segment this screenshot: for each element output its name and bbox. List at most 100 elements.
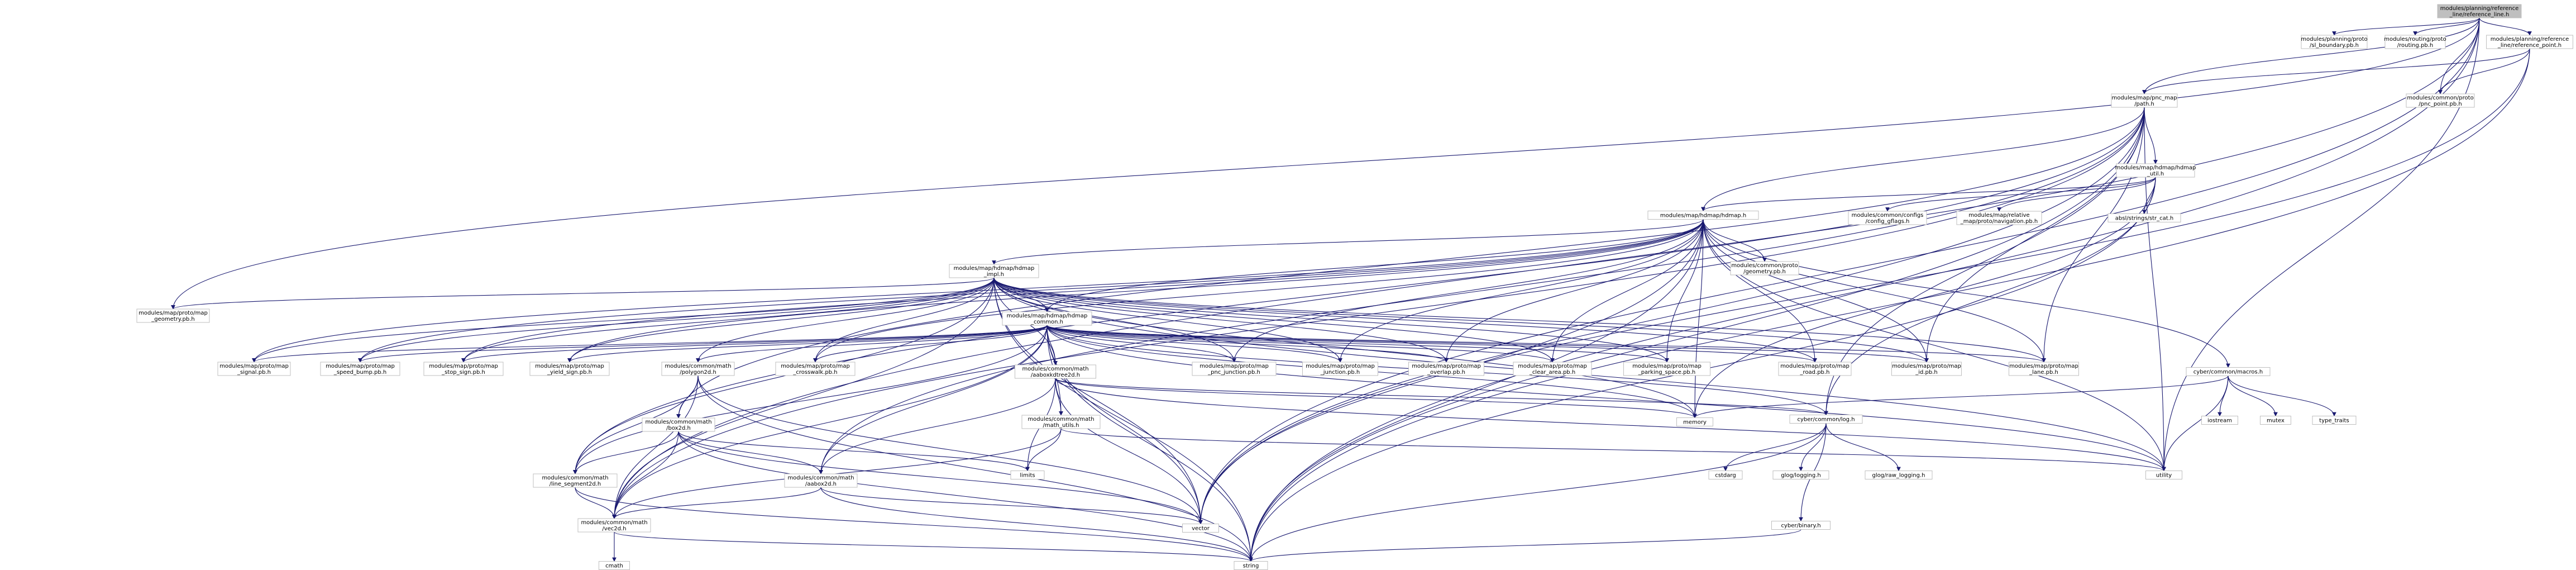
node-root: modules/planning/reference_line/referenc… bbox=[2437, 4, 2522, 18]
node-box bbox=[1891, 362, 1962, 376]
node-box bbox=[1676, 417, 1713, 426]
node-map-crosswalk: modules/map/proto/map_crosswalk.pb.h bbox=[775, 362, 856, 376]
node-box bbox=[2260, 416, 2291, 425]
node-label: /sl_boundary.pb.h bbox=[2310, 42, 2359, 49]
edge-aaboxkdtree2d-to-aabox2d bbox=[819, 378, 1056, 474]
node-label: modules/planning/reference bbox=[2440, 6, 2519, 12]
edge-macros_h-to-type_traits bbox=[2228, 376, 2336, 417]
edge-macros_h-to-mutex bbox=[2228, 376, 2278, 417]
node-label: _clear_area.pb.h bbox=[1529, 369, 1575, 376]
edge-hdmap_h-to-map_stop_sign bbox=[461, 219, 1704, 363]
edge-polygon2d-to-line_segment2d bbox=[573, 375, 699, 474]
edge-pnc_map_path-to-vec2d bbox=[612, 107, 2145, 519]
node-polygon2d[interactable]: modules/common/math/polygon2d.h bbox=[661, 362, 735, 376]
node-box bbox=[1772, 471, 1829, 479]
node-hdmap-h[interactable]: modules/map/hdmap/hdmap.h bbox=[1647, 211, 1759, 220]
node-cstdarg: cstdarg bbox=[1708, 471, 1743, 479]
node-label: modules/map/proto/map bbox=[1306, 363, 1375, 369]
edge-root-to-map_geometry_pb bbox=[171, 17, 2480, 310]
node-label: iostream bbox=[2207, 418, 2232, 424]
edge-hdmap_impl-to-map_crosswalk bbox=[813, 277, 995, 363]
node-sl-boundary: modules/planning/proto/sl_boundary.pb.h bbox=[2301, 35, 2368, 49]
edge-hdmap_common-to-utility bbox=[1046, 325, 2166, 472]
node-box2d[interactable]: modules/common/math/box2d.h bbox=[642, 417, 715, 432]
node-label: modules/planning/reference bbox=[2491, 36, 2569, 42]
edge-macros_h-to-utility bbox=[2162, 376, 2229, 472]
node-box bbox=[217, 362, 291, 376]
edge-hdmap_util-to-hdmap_h bbox=[1701, 177, 2156, 212]
edge-hdmap_common-to-map_parking_space bbox=[1046, 325, 1669, 363]
node-aabox2d[interactable]: modules/common/math/aabox2d.h bbox=[784, 473, 858, 488]
edge-hdmap_common-to-aabox2d bbox=[819, 325, 1048, 474]
node-label: /aabox2d.h bbox=[805, 481, 837, 487]
node-label: modules/common/proto bbox=[2407, 95, 2473, 101]
edge-aaboxkdtree2d-to-log_h bbox=[1055, 378, 1828, 416]
node-math-utils[interactable]: modules/common/math/math_utils.h bbox=[1021, 415, 1101, 429]
node-pnc-map-path[interactable]: modules/map/pnc_map/path.h bbox=[2111, 93, 2178, 108]
node-map-junction: modules/map/proto/map_junction.pb.h bbox=[1302, 362, 1378, 376]
node-label: modules/map/proto/map bbox=[326, 363, 395, 369]
edge-box2d-to-line_segment2d bbox=[573, 431, 679, 474]
edge-hdmap_common-to-line_segment2d bbox=[573, 325, 1048, 474]
node-hdmap-impl[interactable]: modules/map/hdmap/hdmap_impl.h bbox=[949, 264, 1039, 278]
edge-vec2d-to-string bbox=[614, 531, 1253, 562]
node-label: modules/map/proto/map bbox=[1892, 363, 1961, 369]
node-ref-point[interactable]: modules/planning/reference_line/referenc… bbox=[2486, 35, 2573, 49]
edge-hdmap_impl-to-map_lane bbox=[993, 277, 2046, 363]
node-iostream: iostream bbox=[2201, 416, 2238, 425]
node-log-h[interactable]: cyber/common/log.h bbox=[1789, 415, 1863, 424]
node-vector: vector bbox=[1182, 524, 1219, 533]
node-label: modules/map/proto/map bbox=[1632, 363, 1702, 369]
edge-box2d-to-string bbox=[678, 431, 1253, 562]
node-label: /line_segment2d.h bbox=[549, 481, 601, 487]
node-pnc-point: modules/common/proto/pnc_point.pb.h bbox=[2406, 93, 2475, 108]
node-string: string bbox=[1234, 561, 1268, 570]
node-box bbox=[2406, 93, 2475, 108]
node-label: modules/common/math bbox=[1027, 416, 1094, 422]
node-box bbox=[529, 362, 610, 376]
node-label: utility bbox=[2156, 473, 2172, 479]
node-macros-h[interactable]: cyber/common/macros.h bbox=[2186, 367, 2271, 376]
node-label: /geometry.pb.h bbox=[1743, 269, 1786, 275]
edge-log_h-to-string bbox=[1249, 423, 1827, 562]
edge-root-to-utility bbox=[2162, 17, 2480, 472]
node-box bbox=[1010, 471, 1045, 479]
edge-ref_point-to-pnc_map_path bbox=[2142, 48, 2530, 94]
edge-hdmap_impl-to-map_parking_space bbox=[993, 277, 1669, 363]
node-label: _map/proto/navigation.pb.h bbox=[1960, 218, 2038, 225]
edge-hdmap_h-to-map_pnc_junction bbox=[1232, 219, 1704, 363]
node-label: modules/common/configs bbox=[1852, 212, 1924, 218]
edge-hdmap_impl-to-vec2d bbox=[612, 277, 995, 519]
node-box bbox=[2384, 35, 2446, 49]
node-config-gflags[interactable]: modules/common/configs/config_gflags.h bbox=[1848, 211, 1927, 225]
node-box bbox=[1408, 362, 1484, 376]
node-line-segment2d[interactable]: modules/common/math/line_segment2d.h bbox=[533, 473, 618, 488]
node-box bbox=[1708, 471, 1743, 479]
edge-hdmap_common-to-map_overlap bbox=[1046, 325, 1449, 363]
node-box bbox=[2312, 416, 2357, 425]
node-box bbox=[2301, 35, 2368, 49]
edge-hdmap_impl-to-map_yield_sign bbox=[567, 277, 995, 363]
node-binary-h[interactable]: cyber/binary.h bbox=[1771, 521, 1831, 530]
node-box bbox=[1192, 362, 1277, 376]
node-map-clear-area: modules/map/proto/map_clear_area.pb.h bbox=[1513, 362, 1592, 376]
node-label: cyber/common/macros.h bbox=[2193, 369, 2263, 376]
node-map-pnc-junction: modules/map/proto/map_pnc_junction.pb.h bbox=[1192, 362, 1277, 376]
node-map-stop-sign: modules/map/proto/map_stop_sign.pb.h bbox=[423, 362, 504, 376]
edge-pnc_map_path-to-map_id bbox=[1924, 107, 2145, 363]
node-hdmap-common[interactable]: modules/map/hdmap/hdmap_common.h bbox=[1002, 311, 1092, 326]
edge-pnc_map_path-to-box2d bbox=[676, 107, 2145, 419]
node-aaboxkdtree2d[interactable]: modules/common/math/aaboxkdtree2d.h bbox=[1015, 364, 1096, 379]
node-vec2d[interactable]: modules/common/math/vec2d.h bbox=[577, 518, 651, 533]
node-label: modules/map/proto/map bbox=[781, 363, 850, 369]
edge-hdmap_util-to-relative_map bbox=[1997, 177, 2156, 212]
node-label: _util.h bbox=[2147, 171, 2164, 177]
edge-hdmap_h-to-map_id bbox=[1703, 219, 1929, 363]
node-label: glog/logging.h bbox=[1781, 473, 1821, 479]
node-hdmap-util[interactable]: modules/map/hdmap/hdmap_util.h bbox=[2115, 163, 2196, 178]
node-box bbox=[533, 473, 618, 488]
edge-hdmap_h-to-memory bbox=[1693, 219, 1704, 419]
edge-pnc_map_path-to-map_lane bbox=[2042, 107, 2145, 363]
edge-hdmap_common-to-map_lane bbox=[1046, 325, 2046, 363]
edge-hdmap_h-to-map_overlap bbox=[1444, 219, 1704, 363]
